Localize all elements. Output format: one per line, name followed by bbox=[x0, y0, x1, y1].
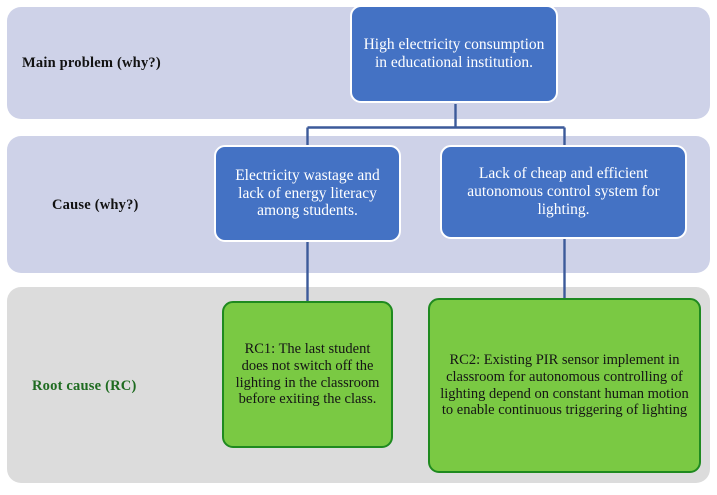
row-label-cause: Cause (why?) bbox=[52, 197, 139, 213]
main-problem-node-text: High electricity consumption in educatio… bbox=[363, 36, 545, 71]
row-label-main-problem: Main problem (why?) bbox=[22, 55, 161, 71]
root-cause-node-1[interactable]: RC1: The last student does not switch of… bbox=[222, 301, 393, 448]
cause-node-1[interactable]: Electricity wastage and lack of energy l… bbox=[214, 145, 401, 242]
root-cause-node-1-text: RC1: The last student does not switch of… bbox=[235, 340, 380, 408]
root-cause-node-2[interactable]: RC2: Existing PIR sensor implement in cl… bbox=[428, 298, 701, 473]
root-cause-node-2-text: RC2: Existing PIR sensor implement in cl… bbox=[440, 351, 689, 419]
cause-node-2[interactable]: Lack of cheap and efficient autonomous c… bbox=[440, 145, 687, 239]
cause-node-1-text: Electricity wastage and lack of energy l… bbox=[235, 166, 380, 220]
main-problem-node[interactable]: High electricity consumption in educatio… bbox=[350, 5, 558, 103]
row-label-root-cause: Root cause (RC) bbox=[32, 378, 137, 394]
cause-node-2-text: Lack of cheap and efficient autonomous c… bbox=[467, 165, 660, 218]
